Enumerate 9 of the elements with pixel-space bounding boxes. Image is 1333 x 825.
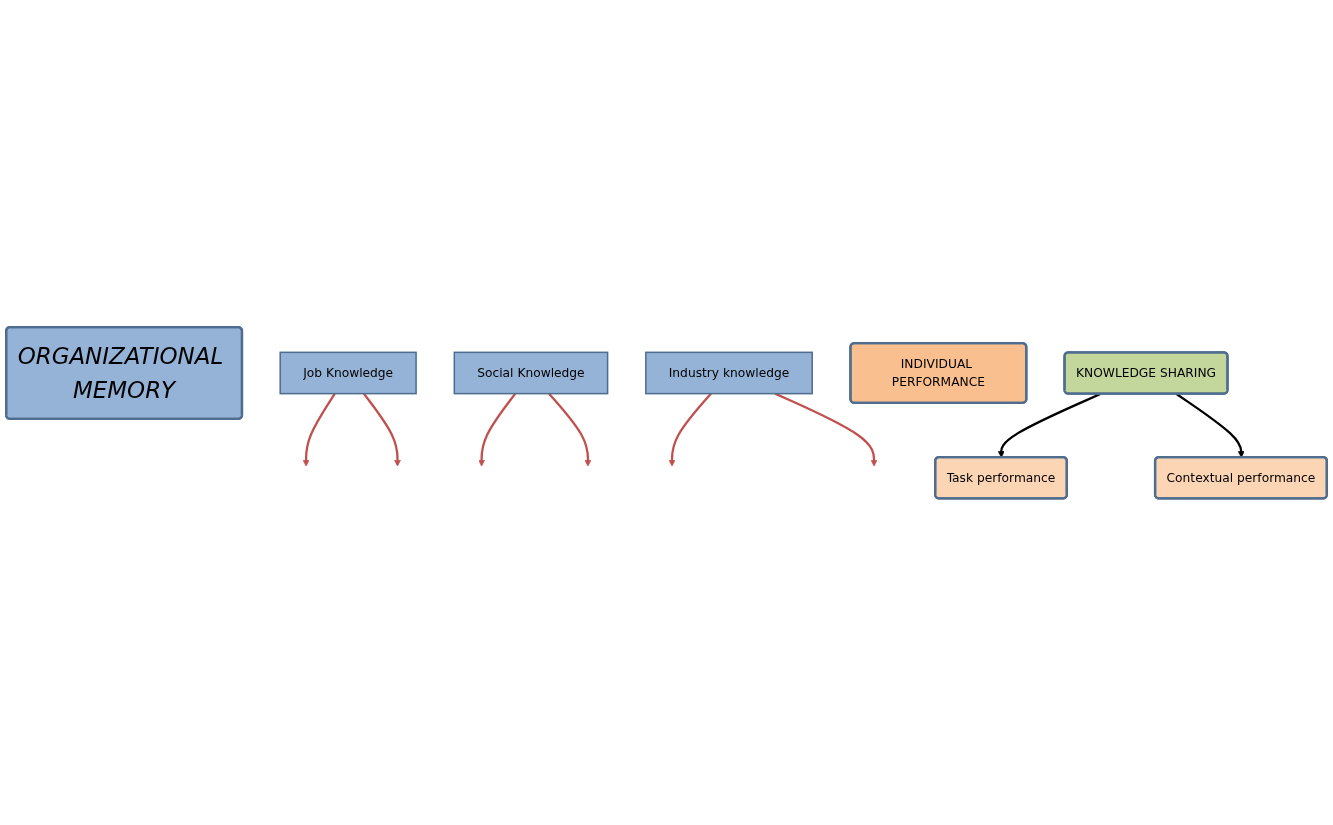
node-box: Job Knowledge [279,351,417,395]
arrow [668,392,712,467]
arrow [478,392,517,467]
node-box: Social Knowledge [453,351,609,395]
arrow [548,392,592,467]
arrow [302,392,336,467]
node-box: Industry knowledge [645,351,813,395]
arrow [774,392,878,467]
arrow [362,392,401,467]
